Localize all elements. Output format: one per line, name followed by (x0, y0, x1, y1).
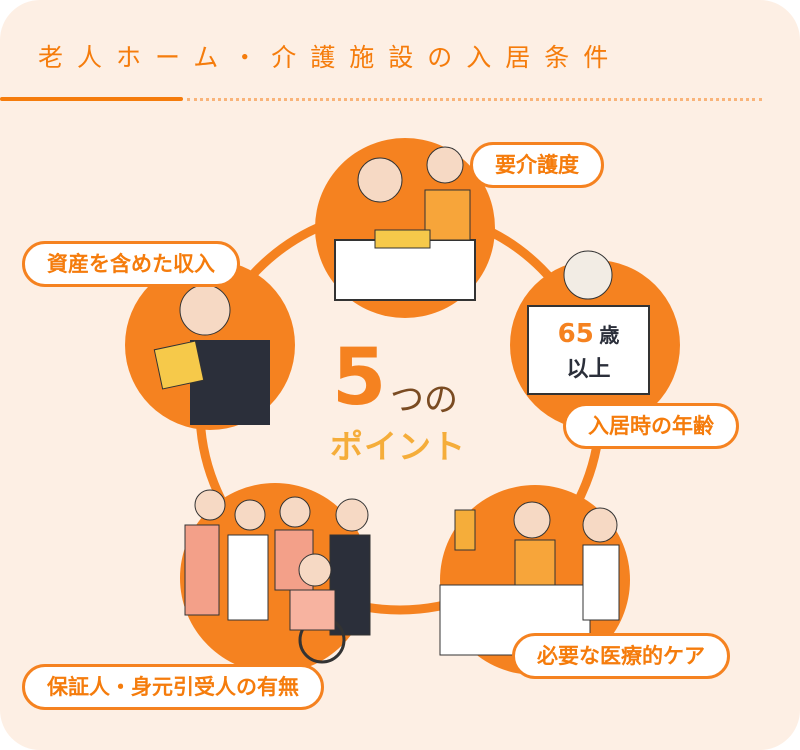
illustration-income (125, 260, 295, 430)
label-income: 資産を含めた収入 (22, 241, 240, 287)
label-care-level: 要介護度 (470, 142, 604, 188)
center-label: ポイント (330, 427, 466, 466)
age-suffix: 以上 (566, 357, 611, 382)
label-medical-care: 必要な医療的ケア (512, 633, 730, 679)
center-number: 5 (332, 333, 387, 423)
title-dotted-rule (187, 98, 762, 101)
age-unit: 歳 (599, 323, 620, 347)
age-number: 65 (557, 319, 594, 349)
illustration-care-level (315, 138, 495, 318)
title-underline (0, 97, 183, 101)
label-guarantor: 保証人・身元引受人の有無 (22, 664, 324, 710)
illustration-guarantor (180, 483, 371, 673)
label-age: 入居時の年齢 (563, 403, 739, 449)
page-title: 老人ホーム・介護施設の入居条件 (38, 43, 623, 72)
age-sign: 65 歳 以上 (527, 305, 650, 395)
center-suffix: つの (390, 380, 458, 420)
